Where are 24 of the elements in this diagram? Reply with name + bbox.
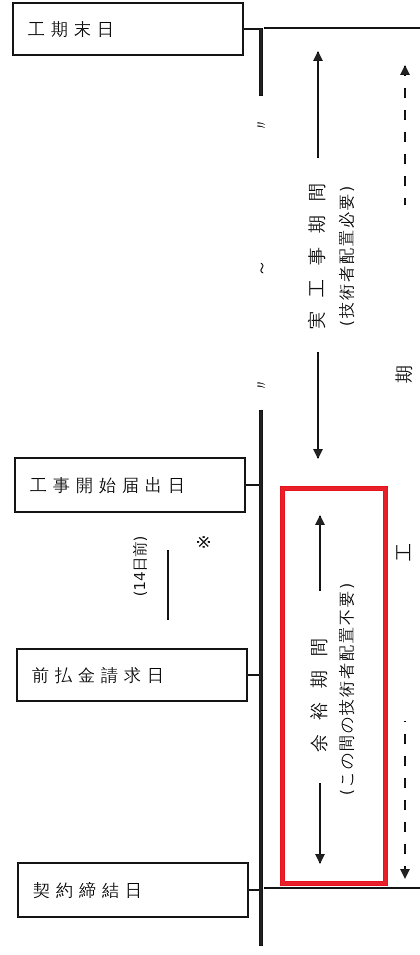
date-box <box>16 648 248 702</box>
period-label: 実工事期間 <box>308 169 328 331</box>
period-label: 工期 <box>395 205 415 721</box>
period-note: (技術者配置必要) <box>338 184 356 328</box>
connector-line <box>248 674 259 676</box>
period-note: (この間の技術者配置不要) <box>338 580 356 796</box>
connector-line <box>249 889 259 891</box>
date-box <box>12 2 244 56</box>
date-box <box>14 457 246 513</box>
note-text: (14日前) <box>132 536 148 596</box>
note-mark: ※ <box>195 534 215 550</box>
date-label: 工事開始届出日 <box>30 474 191 496</box>
connector-line <box>244 28 259 30</box>
period-label: 余裕期間 <box>310 624 330 752</box>
break-mark: ～ <box>252 259 272 277</box>
timeline-bar <box>259 28 264 946</box>
connector-line <box>246 484 259 486</box>
date-label: 前払金請求日 <box>32 664 170 686</box>
break-mark: 〃 <box>253 377 271 393</box>
break-mark: 〃 <box>253 117 271 133</box>
date-label: 工期末日 <box>28 18 120 40</box>
date-box <box>17 862 249 918</box>
date-label: 契約締結日 <box>33 880 148 902</box>
highlight-frame <box>280 486 388 886</box>
